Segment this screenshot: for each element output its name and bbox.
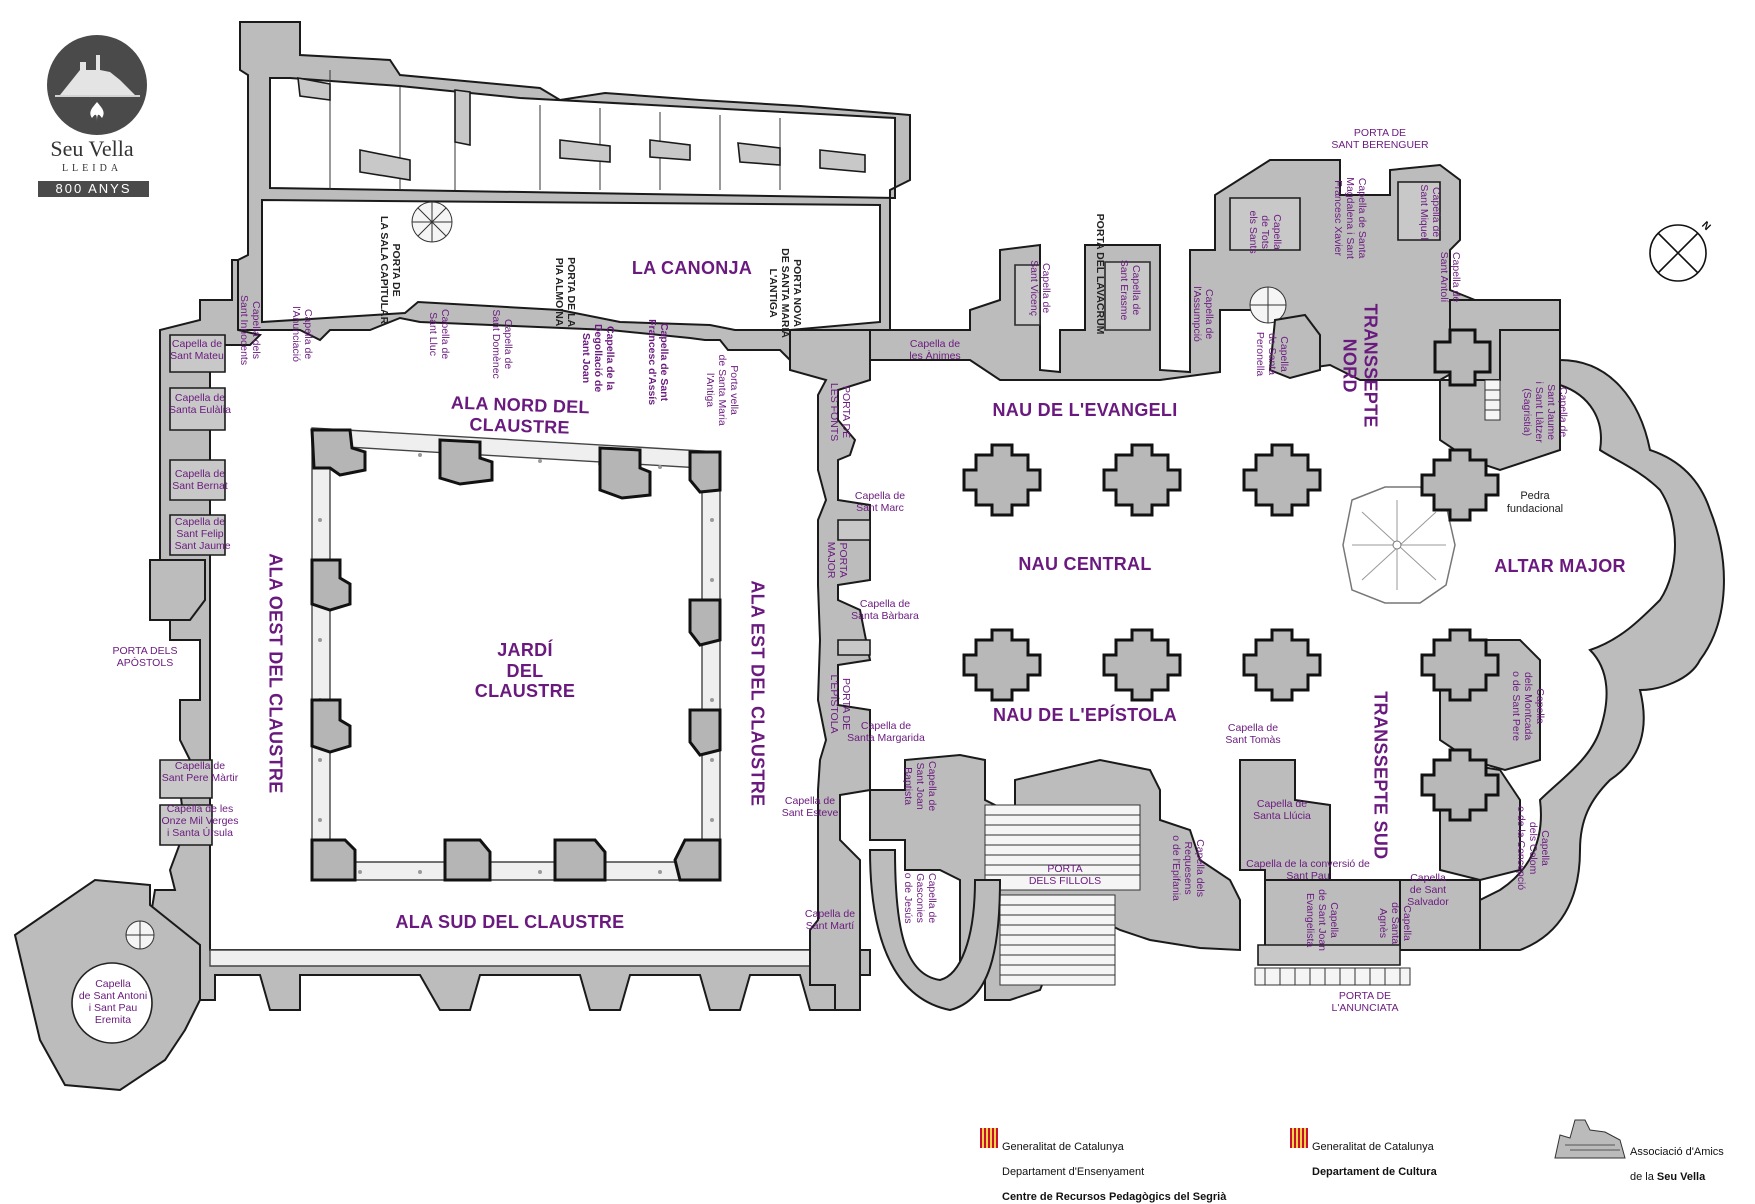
chapel-onze-mil-verges: Capella de les Onze Mil Verges i Santa Ú… [161,803,239,840]
door-vella-santa-maria: Porta vella de Santa Maria l'Antiga [703,354,741,426]
chapel-sant-mateu: Capella de Sant Mateu [170,338,224,363]
credit-cultura: Generalitat de Catalunya Departament de … [1312,1128,1437,1179]
chapel-montcada: Capella dels Montcada o de Sant Pere [1509,671,1547,742]
chapel-sant-domenec: Capella de Sant Domènec [490,309,515,379]
credit-assoc-line2a: de la [1630,1170,1657,1183]
chapel-sant-antoli: Capella de Sant Antolí [1438,251,1463,303]
label-transsepte-sud: TRANSSEPTE SUD [1370,691,1391,860]
chapel-sant-joan-evangelista: Capella de Sant Joan Evangelista [1303,889,1341,952]
nave-piers [962,328,1500,822]
logo-band: 800 ANYS [38,181,149,197]
chapel-sant-tomas: Capella de Sant Tomàs [1225,722,1281,747]
chapel-gasconies: Capella de Gasconies o de Jesús [901,872,939,924]
door-major: PORTA MAJOR [825,541,850,579]
label-transsepte-nord: TRANSSEPTE NORD [1340,303,1381,428]
canonja-pillars [297,77,866,181]
label-la-canonja: LA CANONJA [631,258,753,278]
fillols-steps [984,804,1141,986]
label-nau-evangeli: NAU DE L'EVANGELI [992,400,1178,420]
gasconies-apse [868,849,1002,1012]
door-anunciata: PORTA DE L'ANUNCIATA [1331,990,1399,1015]
chapel-sant-pere-martir: Capella de Sant Pere Màrtir [161,760,239,785]
credit-gen1-line2: Departament d'Ensenyament [1002,1165,1145,1178]
label-jardi: JARDÍ DEL CLAUSTRE [474,640,576,702]
chapel-sant-marti: Capella de Sant Martí [804,908,856,933]
chapel-sant-esteve: Capella de Sant Esteve [781,795,839,820]
association-emblem [1554,1119,1626,1159]
credit-assoc-line2b: Seu Vella [1656,1170,1706,1183]
chapel-sant-francesc: Capella de Sant Francesc d'Assís [646,319,671,406]
generalitat-flag-1 [980,1128,998,1148]
church-west-wall [789,329,872,1011]
seu-vella-logo [47,35,147,135]
chapel-santa-barbara: Capella de Santa Bàrbara [851,598,919,623]
chapel-sant-antoni: Capella de Sant Antoni i Sant Pau Eremit… [78,978,148,1027]
label-ala-sud: ALA SUD DEL CLAUSTRE [395,912,625,932]
compass-rose [1649,224,1707,282]
south-walk [209,949,861,967]
apse-wall [1449,299,1725,951]
label-nau-central: NAU CENTRAL [1018,554,1152,574]
generalitat-flag-2 [1290,1128,1308,1148]
label-nau-epistola: NAU DE L'EPÍSTOLA [992,705,1178,725]
door-pia-almoina: PORTA DE LA PIA ALMOINA [553,257,578,328]
chapel-colom: Capella dels Colom o de la Concepció [1514,806,1552,891]
logo-subtitle: LLEIDA [61,163,123,174]
chapel-sant-vicenc: Capella de Sant Vicenç [1028,260,1053,316]
door-nova-santa-maria: PORTA NOVA DE SANTA MARIA L'ANTIGA [766,248,804,339]
chapel-santa-agnes: Capella de Santa Agnès [1376,902,1414,945]
chapel-sant-bernat: Capella de Sant Bernat [172,468,228,493]
door-apostols: PORTA DELS APÒSTOLS [112,645,178,670]
chapel-conversio: Capella de la conversió de Sant Pau [1246,858,1370,883]
credit-associacio: Associació d'Amics de la Seu Vella [1630,1133,1724,1184]
chapel-degollacio: Capella de la Degollació de Sant Joan [579,323,617,393]
credit-gen1-line3: Centre de Recursos Pedagògics del Segrià [1002,1191,1227,1204]
chapel-sants-innocents: Capella dels Sant Innocents [238,295,263,366]
credit-ensenyament: Generalitat de Catalunya Departament d'E… [1002,1128,1226,1204]
credit-gen1-line1: Generalitat de Catalunya [1002,1140,1124,1153]
credit-gen2-line1: Generalitat de Catalunya [1312,1140,1434,1153]
credit-assoc-line1: Associació d'Amics [1630,1145,1724,1158]
chapel-assumpcio: Capella de l'Assumpció [1191,286,1216,342]
pedra-fundacional: Pedra fundacional [1506,490,1564,515]
label-ala-oest: ALA OEST DEL CLAUSTRE [265,553,286,794]
chapel-sant-marc: Capella de Sant Marc [854,490,906,515]
door-sala-capitular: PORTA DE LA SALA CAPITULAR [378,215,403,325]
chapel-tots-sants: Capella de Tots els Sants [1246,210,1284,254]
chapel-santa-llucia: Capella de Santa Llúcia [1253,798,1311,823]
cloister-piers [310,428,722,882]
chapel-santa-margarida: Capella de Santa Margarida [847,720,925,745]
chapel-sant-lluc: Capella de Sant Lluc [427,308,452,360]
label-ala-est: ALA EST DEL CLAUSTRE [747,580,768,807]
chapel-animes: Capella de les Ànimes [909,338,961,363]
chapel-santa-eulalia: Capella de Santa Eulàlia [169,392,231,417]
chapel-anunciacio: Capella de l'Anunciació [290,306,315,362]
chapel-magdalena: Capella de Santa Magdalena i Sant France… [1331,177,1369,259]
chapel-sant-salvador: Capella de Sant Salvador [1407,872,1449,909]
chapel-santa-peronella: Capella de Santa Peronella [1253,331,1291,377]
chapel-requesens: Capella dels Requesens o de l'Epifania [1169,835,1207,901]
west-chapels [159,334,226,846]
door-lavacrum: PORTA DEL LAVACRUM [1094,213,1107,335]
chapel-sant-felip: Capella de Sant Felip i Sant Jaume [169,516,231,553]
credit-gen2-line2: Departament de Cultura [1312,1165,1437,1178]
door-fillols: PORTA DELS FILLOLS [1028,863,1102,888]
logo-title: Seu Vella [50,136,134,161]
label-altar-major: ALTAR MAJOR [1494,556,1626,576]
door-fonts: PORTA DE LES FONTS [828,382,853,442]
chapel-sant-erasme: Capella de Sant Erasme [1118,259,1143,321]
chapel-sant-joan-baptista: Capella de Sant Joan Baptista [901,760,939,812]
door-sant-berenguer: PORTA DE SANT BERENGUER [1331,127,1429,152]
chapel-sant-jaume: Capella de Sant Jaume i Sant Llàtzer (Sa… [1520,381,1570,443]
